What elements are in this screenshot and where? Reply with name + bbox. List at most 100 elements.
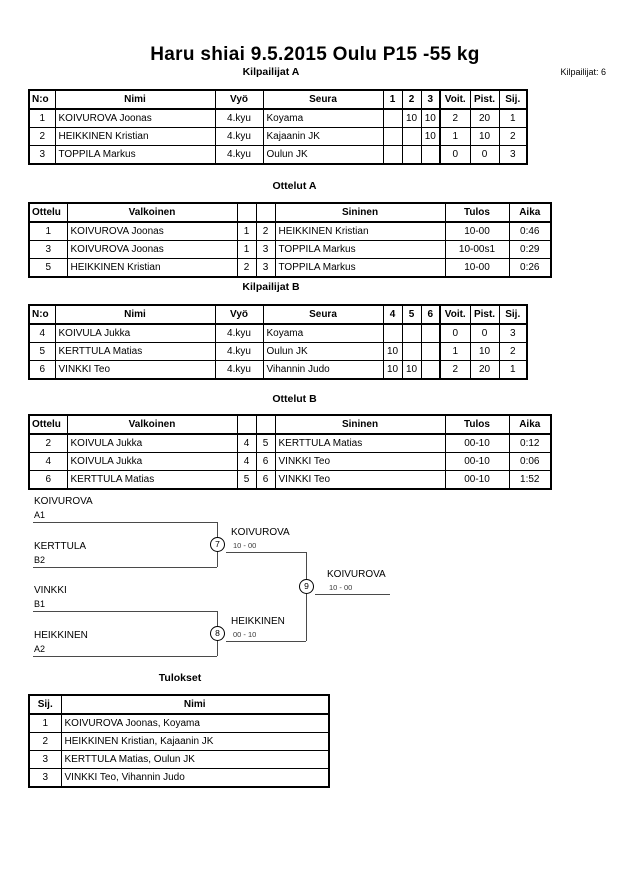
cell-match-no: 6 <box>28 470 68 490</box>
bracket-match-score: 10 - 00 <box>329 583 353 592</box>
cell-white: KERTTULA Matias <box>66 470 238 490</box>
cell-no: 2 <box>28 127 56 146</box>
bracket-entry-name: HEIKKINEN <box>34 630 88 641</box>
column-blue: Sininen <box>274 202 446 223</box>
cell-blue: VINKKI Teo <box>274 470 446 490</box>
column-score-6: 6 <box>420 304 441 325</box>
bracket-entry-name: KERTTULA <box>34 541 87 552</box>
cell-wins: 2 <box>439 108 471 128</box>
cell-score-1 <box>382 145 403 165</box>
bracket-entry-name: KOIVUROVA <box>34 496 93 507</box>
bracket-entry-seed: A1 <box>34 510 46 520</box>
bracket-line <box>33 567 217 568</box>
bracket-line <box>315 594 390 595</box>
cell-white: KOIVUROVA Joonas <box>66 240 238 259</box>
bracket-entry-seed: B1 <box>34 599 46 609</box>
column-white-no <box>236 202 257 223</box>
cell-score-2: 10 <box>401 108 422 128</box>
cell-result: 10-00s1 <box>444 240 510 259</box>
cell-score-6 <box>420 323 441 343</box>
column-white-no <box>236 414 257 435</box>
cell-result: 10-00 <box>444 221 510 241</box>
cell-match-no: 4 <box>28 452 68 471</box>
cell-time: 0:46 <box>508 221 552 241</box>
bracket-entry-seed: B2 <box>34 555 46 565</box>
column-blue-no <box>255 414 276 435</box>
cell-belt: 4.kyu <box>214 342 264 361</box>
bracket-line <box>226 552 306 553</box>
table-header-row: Sij. Nimi <box>28 694 330 715</box>
cell-wins: 0 <box>439 323 471 343</box>
table-row: 2 HEIKKINEN Kristian, Kajaanin JK <box>28 732 330 751</box>
column-name: Nimi <box>54 89 216 110</box>
column-no: N:o <box>28 89 56 110</box>
cell-blue: HEIKKINEN Kristian <box>274 221 446 241</box>
cell-result: 00-10 <box>444 433 510 453</box>
cell-club: Koyama <box>262 108 384 128</box>
column-score-4: 4 <box>382 304 403 325</box>
cell-rank: 1 <box>498 360 528 380</box>
column-white: Valkoinen <box>66 202 238 223</box>
heading-matches-a: Ottelut A <box>272 180 317 192</box>
cell-time: 0:12 <box>508 433 552 453</box>
table-row: 3 KOIVUROVA Joonas 1 3 TOPPILA Markus 10… <box>28 240 552 259</box>
table-row: 2 HEIKKINEN Kristian 4.kyu Kajaanin JK 1… <box>28 127 528 146</box>
cell-blue-no: 6 <box>255 470 276 490</box>
cell-result: 10-00 <box>444 258 510 278</box>
cell-blue: TOPPILA Markus <box>274 258 446 278</box>
cell-score-1 <box>382 127 403 146</box>
cell-blue-no: 5 <box>255 433 276 453</box>
bracket-line <box>306 552 307 641</box>
cell-points: 10 <box>469 342 500 361</box>
bracket-diagram: KOIVUROVA A1 KERTTULA B2 7 KOIVUROVA 10 … <box>0 490 630 670</box>
cell-white: HEIKKINEN Kristian <box>66 258 238 278</box>
cell-score-5 <box>401 342 422 361</box>
cell-rank: 3 <box>498 323 528 343</box>
cell-white: KOIVULA Jukka <box>66 452 238 471</box>
cell-rank: 2 <box>498 342 528 361</box>
column-result: Tulos <box>444 202 510 223</box>
cell-score-1 <box>382 108 403 128</box>
cell-blue: VINKKI Teo <box>274 452 446 471</box>
cell-name: KERTTULA Matias, Oulun JK <box>60 750 330 769</box>
cell-score-3 <box>420 145 441 165</box>
cell-time: 0:26 <box>508 258 552 278</box>
page-title: Haru shiai 9.5.2015 Oulu P15 -55 kg <box>150 44 480 65</box>
bracket-match-score: 10 - 00 <box>233 541 257 550</box>
cell-rank: 2 <box>28 732 62 751</box>
column-blue: Sininen <box>274 414 446 435</box>
cell-score-3: 10 <box>420 108 441 128</box>
cell-club: Oulun JK <box>262 145 384 165</box>
column-name: Nimi <box>60 694 330 715</box>
cell-white-no: 5 <box>236 470 257 490</box>
heading-pool-b: Kilpailijat B <box>242 281 300 293</box>
cell-match-no: 1 <box>28 221 68 241</box>
cell-points: 20 <box>469 360 500 380</box>
column-no: N:o <box>28 304 56 325</box>
table-row: 5 KERTTULA Matias 4.kyu Oulun JK 10 1 10… <box>28 342 528 361</box>
column-white: Valkoinen <box>66 414 238 435</box>
cell-wins: 1 <box>439 127 471 146</box>
column-rank: Sij. <box>498 304 528 325</box>
cell-white-no: 4 <box>236 452 257 471</box>
bracket-champion-name: KOIVUROVA <box>327 569 386 580</box>
cell-score-5: 10 <box>401 360 422 380</box>
cell-match-no: 3 <box>28 240 68 259</box>
entrants-count: Kilpailijat: 6 <box>560 67 606 77</box>
cell-belt: 4.kyu <box>214 108 264 128</box>
cell-belt: 4.kyu <box>214 360 264 380</box>
cell-score-5 <box>401 323 422 343</box>
table-header-row: Ottelu Valkoinen Sininen Tulos Aika <box>28 414 552 435</box>
results-table: Sij. Nimi 1 KOIVUROVA Joonas, Koyama 2 H… <box>28 694 330 788</box>
bracket-match-number: 9 <box>299 579 314 594</box>
cell-club: Vihannin Judo <box>262 360 384 380</box>
cell-name: KERTTULA Matias <box>54 342 216 361</box>
table-row: 6 VINKKI Teo 4.kyu Vihannin Judo 10 10 2… <box>28 360 528 380</box>
heading-results: Tulokset <box>158 672 202 684</box>
column-rank: Sij. <box>498 89 528 110</box>
bracket-winner-name: KOIVUROVA <box>231 527 290 538</box>
column-belt: Vyö <box>214 89 264 110</box>
cell-time: 1:52 <box>508 470 552 490</box>
cell-score-4 <box>382 323 403 343</box>
table-header-row: Ottelu Valkoinen Sininen Tulos Aika <box>28 202 552 223</box>
